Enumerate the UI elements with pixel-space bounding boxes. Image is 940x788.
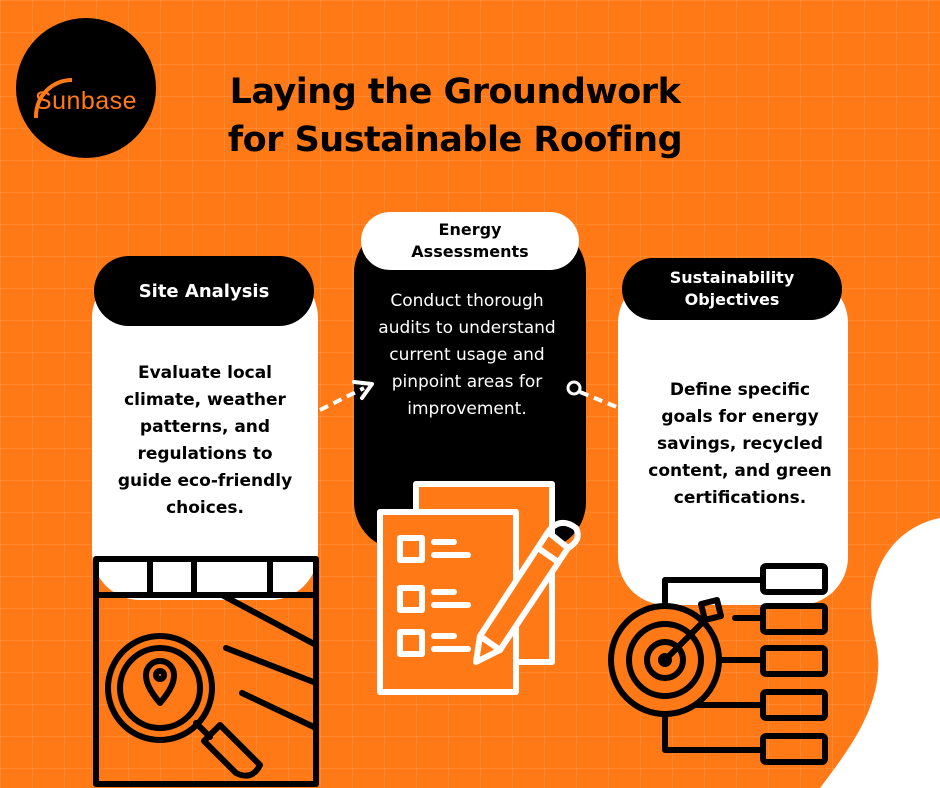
- sustainability-objectives-heading: Sustainability Objectives: [622, 258, 842, 320]
- title-line-2: for Sustainable Roofing: [227, 120, 683, 160]
- map-magnifier-icon: [93, 556, 319, 787]
- checklist-pencil-icon: [377, 481, 581, 695]
- energy-assessments-heading: Energy Assessments: [361, 212, 579, 270]
- arrow-connector-left: [319, 380, 374, 412]
- sustainability-objectives-description: Define specific goals for energy savings…: [648, 380, 832, 508]
- dot-connector-right: [566, 380, 625, 412]
- page-title: Laying the Groundwork for Sustainable Ro…: [175, 68, 735, 164]
- energy-assessments-description: Conduct thorough audits to understand cu…: [378, 291, 556, 419]
- title-line-1: Laying the Groundwork: [229, 72, 681, 112]
- site-analysis-heading: Site Analysis: [94, 256, 314, 326]
- white-corner-blob: [820, 518, 940, 788]
- target-goals-icon: [608, 563, 828, 765]
- sunbase-logo: Sunbase: [16, 18, 156, 158]
- logo-text: Sunbase: [34, 87, 138, 115]
- site-analysis-description: Evaluate local climate, weather patterns…: [117, 363, 293, 518]
- sustainability-objectives-card: [618, 275, 848, 605]
